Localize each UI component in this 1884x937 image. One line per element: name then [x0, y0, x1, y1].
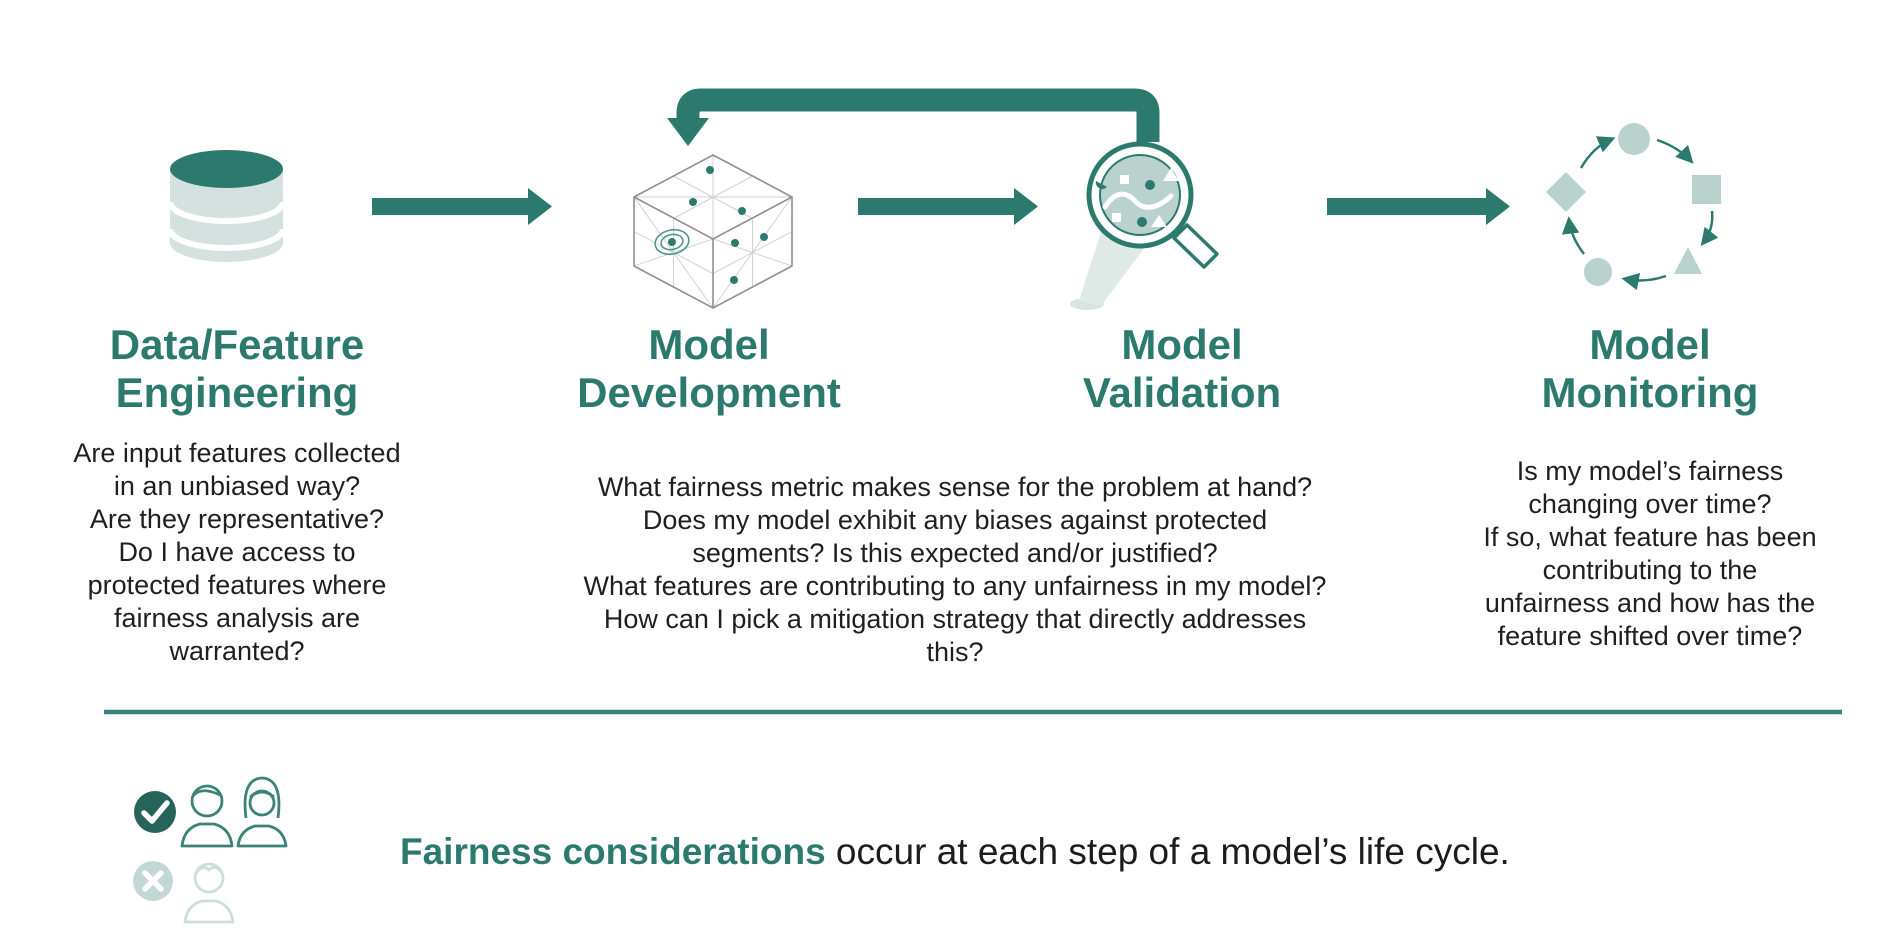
stage-questions-model-monitoring: Is my model’s fairness changing over tim… [1483, 456, 1817, 651]
stage-questions-development-validation: What fairness metric makes sense for the… [583, 472, 1327, 667]
footer-caption-rest: occur at each step of a model’s life cyc… [825, 831, 1510, 872]
check-icon [134, 791, 176, 833]
monitoring-cycle-icon [1546, 123, 1721, 291]
stage-title-model-development: Model Development [577, 321, 841, 416]
magnifier-icon [1070, 141, 1219, 310]
model-cube-icon [633, 154, 793, 309]
people-included-icon [180, 776, 288, 848]
footer-caption-highlight: Fairness considerations [400, 831, 826, 872]
flow-arrow-2 [858, 188, 1038, 225]
stage-title-model-monitoring: Model Monitoring [1541, 321, 1759, 416]
database-icon [167, 150, 286, 262]
person-excluded-icon [133, 861, 235, 924]
bullseye-point [654, 228, 690, 256]
stage-title-data-feature-engineering: Data/Feature Engineering [109, 321, 365, 416]
feedback-loop-arrow [667, 88, 1160, 146]
flow-arrow-1 [372, 188, 552, 225]
audience-icons [133, 776, 288, 924]
footer-caption: Fairness considerations occur at each st… [400, 830, 1510, 874]
stage-questions-data-feature-engineering: Are input features collected in an unbia… [73, 438, 401, 666]
stage-title-model-validation: Model Validation [1082, 321, 1282, 416]
flow-arrow-3 [1327, 188, 1510, 225]
